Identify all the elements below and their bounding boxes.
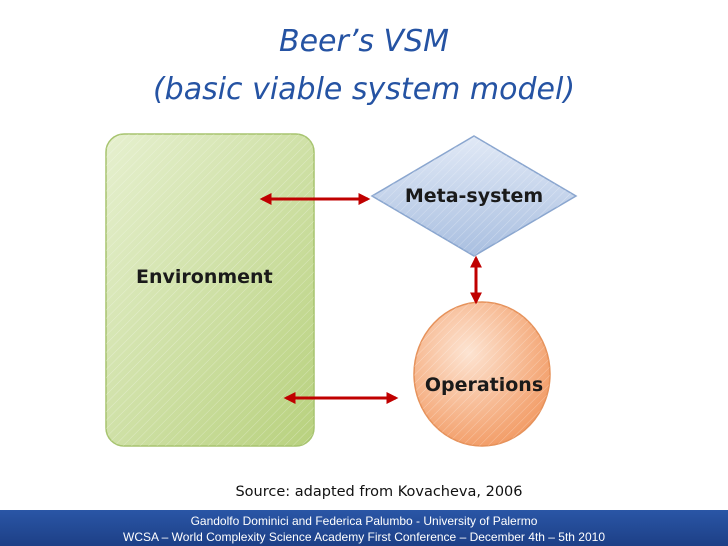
footer-conference: WCSA – World Complexity Science Academy … — [123, 530, 605, 544]
environment-label: Environment — [136, 266, 273, 288]
environment-box — [105, 133, 315, 447]
operations-circle — [413, 301, 551, 447]
footer-bar: Gandolfo Dominici and Federica Palumbo -… — [0, 510, 728, 546]
operations-label: Operations — [425, 374, 543, 396]
slide-title: Beer’s VSM — [279, 24, 449, 59]
metasystem-label: Meta-system — [405, 185, 543, 207]
slide-subtitle: (basic viable system model) — [152, 72, 576, 107]
source-citation: Source: adapted from Kovacheva, 2006 — [235, 484, 523, 500]
footer-authors: Gandolfo Dominici and Federica Palumbo -… — [190, 514, 538, 528]
